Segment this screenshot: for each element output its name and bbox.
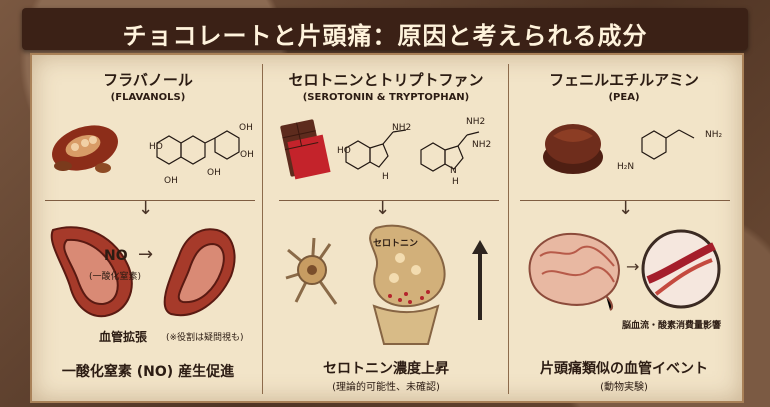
serotonin-footer-sub: (理論的可能性、未確認): [332, 382, 440, 393]
right-arrow-icon: →: [138, 244, 154, 265]
title-bar: チョコレートと片頭痛：原因と考えられる成分: [22, 8, 748, 50]
flavanols-footer: 一酸化窒素 (NO) 産生促進: [61, 364, 235, 380]
flavanols-subtitle: (FLAVANOLS): [110, 92, 186, 103]
vasodilation-label: 血管拡張: [99, 330, 148, 344]
page-title: チョコレートと片頭痛：原因と考えられる成分: [122, 22, 648, 50]
oh-label-2: OH: [240, 150, 254, 160]
blood-vessel-illustration: [50, 226, 236, 318]
oh-label-4: OH: [164, 176, 178, 186]
serotonin-structure: [345, 129, 407, 170]
flavanol-structure: [156, 130, 240, 165]
pea-subtitle: (PEA): [608, 92, 640, 103]
h2n-label: H₂N: [617, 162, 635, 172]
serotonin-label: セロトニン: [373, 239, 419, 249]
flavanols-title: フラバノール: [103, 71, 193, 89]
pea-footer-sub: (動物実験): [600, 382, 648, 393]
column-divider-2: [508, 64, 509, 394]
nh2-label-3: NH2: [472, 140, 492, 150]
column-divider-1: [262, 64, 263, 394]
oh-label-1: OH: [239, 123, 253, 133]
pea-separator: [520, 200, 730, 201]
oh-label-3: OH: [207, 168, 221, 178]
h-label-2: H: [452, 177, 459, 187]
right-arrow-icon-2: →: [626, 257, 640, 276]
brain-illustration: [528, 232, 620, 311]
serotonin-subtitle: (SEROTONIN & TRYPTOPHAN): [302, 92, 470, 103]
neuron-synapse-illustration: [285, 224, 488, 345]
serotonin-footer: セロトニン濃度上昇: [323, 361, 449, 377]
ho-label-2: HO: [337, 146, 351, 156]
nitric-oxide-label: (一酸化窒素): [89, 272, 142, 282]
truffle-illustration: [543, 124, 603, 174]
down-arrow-icon: ↓: [138, 198, 154, 219]
n-label: N: [450, 166, 457, 176]
nh2-label-2: NH2: [466, 117, 486, 127]
serotonin-separator: [279, 200, 499, 201]
nh2-label-4: NH₂: [705, 130, 723, 140]
pea-footer: 片頭痛類似の血管イベント: [540, 361, 708, 377]
flavanols-separator: [45, 200, 255, 201]
brain-effect-label: 脳血流・酸素消費量影響: [622, 321, 722, 331]
pea-title: フェニルエチルアミン: [549, 71, 699, 89]
pea-structure: [641, 129, 695, 160]
down-arrow-icon-3: ↓: [618, 198, 634, 219]
no-label: NO: [104, 248, 128, 264]
serotonin-title: セロトニンとトリプトファン: [288, 71, 484, 89]
h-label-1: H: [382, 172, 389, 182]
tryptophan-structure: [420, 131, 480, 172]
chocolate-bar-illustration: [280, 119, 331, 180]
vessel-zoom-illustration: [641, 229, 721, 309]
ho-label-1: HO: [149, 142, 163, 152]
down-arrow-icon-2: ↓: [375, 198, 391, 219]
vasodilation-note: (※役割は疑問視も): [166, 333, 244, 343]
cocoa-pod-illustration: [52, 125, 118, 173]
nh2-label-1: NH2: [392, 123, 412, 133]
